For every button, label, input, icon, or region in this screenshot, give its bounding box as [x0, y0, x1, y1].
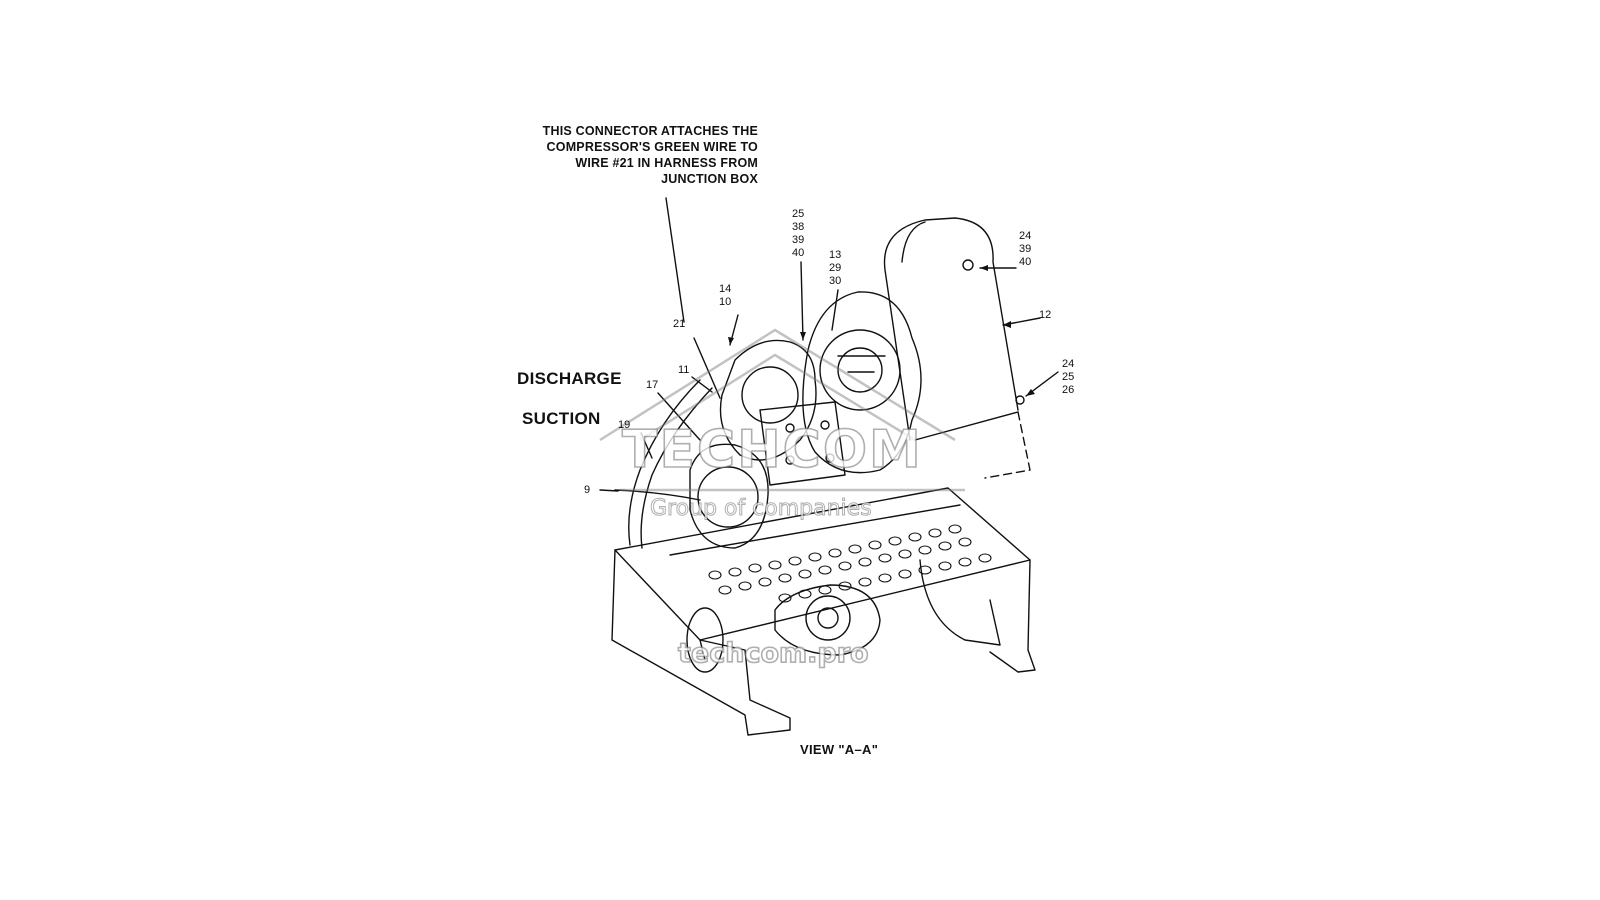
part-number: 13 — [829, 249, 842, 261]
watermark-brand: TECHCOM — [621, 419, 923, 481]
part-number: 14 — [719, 283, 732, 295]
watermark-tagline: Group of companies — [650, 496, 873, 522]
callout-line: COMPRESSOR'S GREEN WIRE TO — [546, 140, 758, 154]
part-numbers-stack-c: 24 39 40 — [1019, 230, 1031, 269]
part-number: 10 — [719, 296, 732, 308]
part-number-17: 17 — [646, 379, 659, 391]
part-number: 40 — [1019, 256, 1032, 268]
callout-line: THIS CONNECTOR ATTACHES THE — [542, 124, 758, 138]
part-number: 29 — [829, 262, 842, 274]
part-number: 38 — [792, 221, 805, 233]
part-number: 30 — [829, 275, 842, 287]
part-numbers-stack-d: 24 25 26 — [1062, 358, 1074, 397]
platform-holes — [708, 524, 992, 603]
suction-label: SUCTION — [522, 409, 601, 428]
part-number-9: 9 — [584, 484, 591, 496]
discharge-label: DISCHARGE — [517, 369, 622, 388]
watermark-site: techcom.pro — [677, 637, 869, 670]
part-number: 24 — [1062, 358, 1075, 370]
part-number-21: 21 — [673, 318, 686, 330]
part-number-11: 11 — [678, 364, 690, 376]
part-number: 39 — [1019, 243, 1032, 255]
connector-callout-note: THIS CONNECTOR ATTACHES THE COMPRESSOR'S… — [520, 123, 758, 187]
part-number: 25 — [792, 208, 805, 220]
part-number: 24 — [1019, 230, 1032, 242]
callout-line: WIRE #21 IN HARNESS FROM — [575, 156, 758, 170]
part-number: 39 — [792, 234, 805, 246]
part-numbers-stack-e: 14 10 — [719, 283, 731, 309]
watermark-logo-shape — [599, 328, 965, 492]
view-caption: VIEW "A–A" — [800, 742, 879, 757]
part-number-12: 12 — [1039, 309, 1052, 321]
part-number: 25 — [1062, 371, 1075, 383]
part-number-19: 19 — [618, 419, 631, 431]
part-numbers-stack-b: 13 29 30 — [829, 249, 841, 288]
part-numbers-stack-a: 25 38 39 40 — [792, 208, 804, 260]
part-number: 40 — [792, 247, 805, 259]
callout-line: JUNCTION BOX — [661, 172, 758, 186]
part-number: 26 — [1062, 384, 1075, 396]
